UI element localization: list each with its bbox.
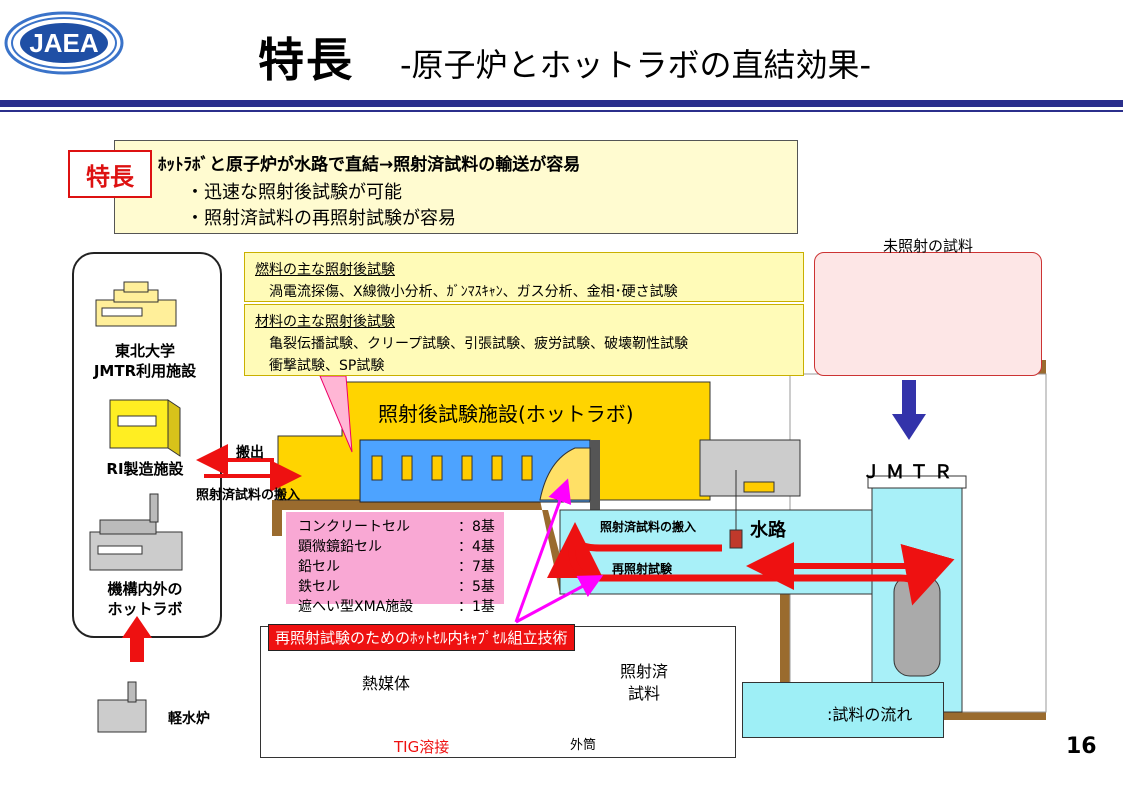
legend-text: :試料の流れ: [827, 705, 913, 724]
cell-row: 顕微鏡鉛セル ：4基: [298, 536, 504, 556]
logo-text: JAEA: [29, 28, 99, 58]
page-subtitle: -原子炉とホットラボの直結効果-: [400, 46, 872, 84]
jaea-logo-graphic: JAEA: [4, 11, 124, 75]
cell-count: ：4基: [458, 539, 495, 555]
page-title: 特長: [258, 33, 354, 87]
facility-university-label-1: 東北大学: [114, 342, 175, 360]
hotlab-building-icon: [89, 493, 183, 571]
cells-list: コンクリートセル：8基顕微鏡鉛セル：4基鉛セル：7基鉄セル：5基遮へい型XMA施…: [286, 512, 504, 616]
cells-list-box: コンクリートセル：8基顕微鏡鉛セル：4基鉛セル：7基鉄セル：5基遮へい型XMA施…: [286, 512, 504, 615]
irradiated-sample-label-2: 試料: [628, 684, 661, 703]
waterway-label: 水路: [750, 520, 786, 541]
cell-name: 鉛セル: [298, 559, 340, 575]
material-tests-body-1: 亀裂伝播試験、クリープ試験、引張試験、疲労試験、破壊靭性試験: [269, 336, 689, 352]
header-rule: [0, 100, 1123, 107]
material-tests-box: 材料の主な照射後試験 亀裂伝播試験、クリープ試験、引張試験、疲労試験、破壊靭性試…: [244, 304, 804, 376]
feature-bullet-2: ・照射済試料の再照射試験が容易: [186, 208, 456, 229]
cell-row: 鉄セル ：5基: [298, 576, 504, 596]
crane-icon: [743, 481, 775, 493]
carry-in-water-label: 照射済試料の搬入: [600, 520, 697, 534]
cell-name: 顕微鏡鉛セル: [298, 539, 382, 555]
feature-box: [114, 140, 798, 234]
cell-name: 遮へい型XMA施設: [298, 599, 414, 615]
feature-main-text: ﾎｯﾄﾗﾎﾞと原子炉が水路で直結→照射済試料の輸送が容易: [158, 155, 581, 175]
sample-container: [729, 529, 743, 549]
up-arrow-icon: [122, 616, 152, 662]
reirradiation-label: 再照射試験: [612, 562, 673, 576]
cell-count: ：8基: [458, 519, 495, 535]
legend-box: :試料の流れ: [742, 682, 944, 738]
cell-count: ：5基: [458, 579, 495, 595]
ground-left: [272, 500, 282, 536]
manipulator-icons: [371, 455, 533, 481]
feature-bullet-1: ・迅速な照射後試験が可能: [186, 182, 402, 203]
unirradiated-samples-box: 未照射の試料: [814, 237, 1042, 376]
cell-name: 鉄セル: [298, 579, 340, 595]
carry-in-arrow: [547, 522, 722, 579]
facility-hotlab-label-1: 機構内外の: [107, 580, 183, 598]
jaea-logo: JAEA: [2, 6, 126, 80]
cell-row: 遮へい型XMA施設 ：1基: [298, 596, 504, 616]
down-arrow-icon: [892, 380, 926, 440]
reactor-top: [867, 475, 967, 489]
fuel-tests-body: 渦電流探傷、X線微小分析、ｶﾞﾝﾏｽｷｬﾝ、ガス分析、金相･硬さ試験: [269, 284, 678, 300]
facility-hotlab-label-2: ホットラボ: [107, 600, 183, 618]
heat-medium-label: 熱媒体: [362, 674, 411, 693]
header-rule-thin: [0, 110, 1123, 112]
capsule-pointer-2: [515, 575, 604, 624]
outer-tube-label: 外筒: [570, 738, 597, 753]
tig-label: TIG溶接: [394, 738, 450, 756]
unirradiated-title: 未照射の試料: [882, 237, 973, 255]
capsule-pointer-1: [514, 478, 572, 623]
cell-name: コンクリートセル: [298, 519, 410, 535]
material-tests-body-2: 衝撃試験、SP試験: [269, 358, 385, 374]
facility-ri-label: RI製造施設: [106, 460, 184, 478]
carry-in-label: 照射済試料の搬入: [196, 488, 301, 503]
material-tests-title: 材料の主な照射後試験: [255, 314, 395, 330]
capsule-title: 再照射試験のためのﾎｯﾄｾﾙ内ｷｬﾌﾟｾﾙ組立技術: [268, 624, 575, 651]
light-water-reactor-label: 軽水炉: [168, 711, 210, 727]
irradiated-sample-label-1: 照射済: [620, 662, 669, 681]
carry-out-label: 搬出: [236, 445, 264, 461]
fuel-tests-title: 燃料の主な照射後試験: [255, 262, 395, 278]
feature-tag: 特長: [68, 150, 152, 198]
jmtr-label: ＪＭＴＲ: [862, 462, 958, 483]
cell-count: ：1基: [458, 599, 495, 615]
ri-facility-icon: [109, 399, 181, 457]
callout-pointer: [319, 375, 353, 453]
page-number: 16: [1066, 734, 1097, 759]
hotlab-label: 照射後試験施設(ホットラボ): [378, 402, 634, 426]
cell-row: 鉛セル ：7基: [298, 556, 504, 576]
cell-wall: [590, 440, 600, 520]
university-building-icon: [95, 281, 177, 327]
cell-count: ：7基: [458, 559, 495, 575]
fuel-tests-box: 燃料の主な照射後試験 渦電流探傷、X線微小分析、ｶﾞﾝﾏｽｷｬﾝ、ガス分析、金相…: [244, 252, 804, 302]
cell-row: コンクリートセル ：8基: [298, 516, 504, 536]
light-water-reactor-icon: [97, 681, 147, 733]
facility-university-label-2: JMTR利用施設: [93, 362, 197, 380]
